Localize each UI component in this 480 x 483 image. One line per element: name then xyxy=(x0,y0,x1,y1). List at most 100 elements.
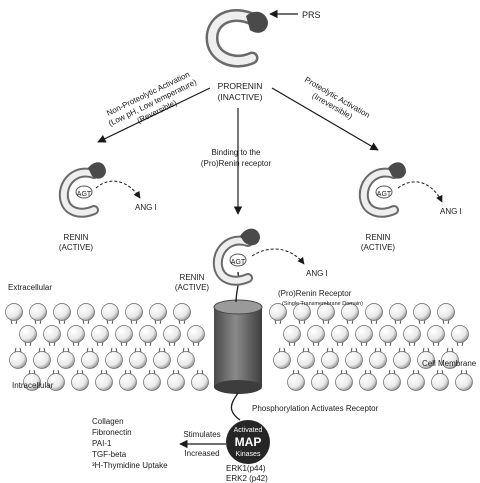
lipid-head xyxy=(67,325,85,343)
proteolytic-arrow xyxy=(271,87,379,151)
lipid-head xyxy=(163,325,181,343)
lipid-head xyxy=(273,351,291,369)
lipid-head xyxy=(287,373,305,391)
receptor-title: (Pro)Renin Receptor xyxy=(278,289,352,298)
binding-label-line2: (Pro)Renin receptor xyxy=(201,159,272,168)
extracellular-label: Extracellular xyxy=(8,283,52,292)
lipid-head xyxy=(431,373,449,391)
intracellular-label: Intracellular xyxy=(12,381,54,390)
lipid-head xyxy=(283,325,301,343)
renin-left-label: RENIN xyxy=(64,233,89,242)
agt-right: AGT xyxy=(377,191,392,198)
lipid-head xyxy=(81,351,99,369)
non-proteolytic-arrow xyxy=(97,87,211,143)
stimulates-label: Stimulates xyxy=(183,430,220,439)
phosphorylation-label: Phosphorylation Activates Receptor xyxy=(252,404,379,413)
lipid-head xyxy=(57,351,75,369)
receptor-subtitle: (Single Transmembrane Domain) xyxy=(282,301,363,307)
renin-bound-label: RENIN xyxy=(180,273,205,282)
lipid-head xyxy=(105,351,123,369)
increased-label: Increased xyxy=(184,449,219,458)
lipid-head xyxy=(441,351,459,369)
lipid-head xyxy=(293,303,311,321)
lipid-head xyxy=(407,373,425,391)
ang-right: ANG I xyxy=(440,207,462,216)
lipid-head xyxy=(23,373,41,391)
ang-left-arrow xyxy=(95,180,141,199)
erk1-label: ERK1(p44) xyxy=(226,464,266,473)
lipid-head xyxy=(177,351,195,369)
lipid-head xyxy=(139,325,157,343)
lipid-head xyxy=(29,303,47,321)
lipid-head xyxy=(341,303,359,321)
lipid-head xyxy=(119,373,137,391)
lipid-head xyxy=(331,325,349,343)
svg-text:Activated: Activated xyxy=(234,427,263,434)
lipid-head xyxy=(393,351,411,369)
lipid-head xyxy=(77,303,95,321)
lipid-head xyxy=(413,303,431,321)
product-item: TGF-beta xyxy=(92,450,127,459)
lipid-head xyxy=(5,303,23,321)
renin-right-molecule xyxy=(364,162,406,212)
lipid-head xyxy=(427,325,445,343)
lipid-head xyxy=(129,351,147,369)
non-proteolytic-label: Non-Proteolytic Activation (Low pH, Low … xyxy=(105,70,198,128)
lipid-head xyxy=(125,303,143,321)
lipid-head xyxy=(383,373,401,391)
lipid-head xyxy=(149,303,167,321)
lipid-head xyxy=(167,373,185,391)
lipid-head xyxy=(143,373,161,391)
lipid-head xyxy=(335,373,353,391)
renin-right-state: (ACTIVE) xyxy=(361,243,396,252)
renin-left-state: (ACTIVE) xyxy=(59,243,94,252)
lipid-head xyxy=(191,373,209,391)
lipid-head xyxy=(269,303,287,321)
renin-bound-state: (ACTIVE) xyxy=(175,283,210,292)
lipid-head xyxy=(437,303,455,321)
agt-bound: AGT xyxy=(231,259,246,266)
lipid-head xyxy=(19,325,37,343)
product-list: Collagen Fibronectin PAI-1 TGF-beta ³H-T… xyxy=(92,417,168,470)
svg-text:Kinases: Kinases xyxy=(236,451,261,458)
ang-left: ANG I xyxy=(135,203,157,212)
prorenin-molecule xyxy=(205,9,268,68)
svg-text:MAP: MAP xyxy=(235,435,262,449)
agt-left: AGT xyxy=(77,191,92,198)
lipid-head xyxy=(95,373,113,391)
prs-segment xyxy=(246,11,268,33)
lipid-head xyxy=(417,351,435,369)
prorenin-receptor xyxy=(213,271,263,421)
cell-membrane xyxy=(5,303,473,391)
lipid-head xyxy=(355,325,373,343)
lipid-head xyxy=(311,373,329,391)
ang-right-arrow xyxy=(397,181,443,203)
product-item: PAI-1 xyxy=(92,439,112,448)
lipid-head xyxy=(455,373,473,391)
lipid-head xyxy=(297,351,315,369)
prs-label: PRS xyxy=(302,10,321,20)
product-item: Collagen xyxy=(92,417,124,426)
erk2-label: ERK2 (p42) xyxy=(226,474,268,483)
lipid-head xyxy=(451,325,469,343)
lipid-head xyxy=(403,325,421,343)
lipid-head xyxy=(33,351,51,369)
lipid-head xyxy=(101,303,119,321)
lipid-head xyxy=(389,303,407,321)
product-item: ³H-Thymidine Uptake xyxy=(92,461,168,470)
lipid-head xyxy=(53,303,71,321)
lipid-head xyxy=(43,325,61,343)
lipid-head xyxy=(307,325,325,343)
lipid-head xyxy=(71,373,89,391)
lipid-head xyxy=(379,325,397,343)
proteolytic-label: Proteolytic Activation (Irreversible) xyxy=(303,75,371,121)
lipid-head xyxy=(115,325,133,343)
lipid-head xyxy=(345,351,363,369)
lipid-head xyxy=(91,325,109,343)
lipid-head xyxy=(365,303,383,321)
prorenin-state: (INACTIVE) xyxy=(218,92,263,102)
prorenin-label: PRORENIN xyxy=(218,81,263,91)
ang-bound: ANG I xyxy=(306,269,328,278)
lipid-head xyxy=(359,373,377,391)
